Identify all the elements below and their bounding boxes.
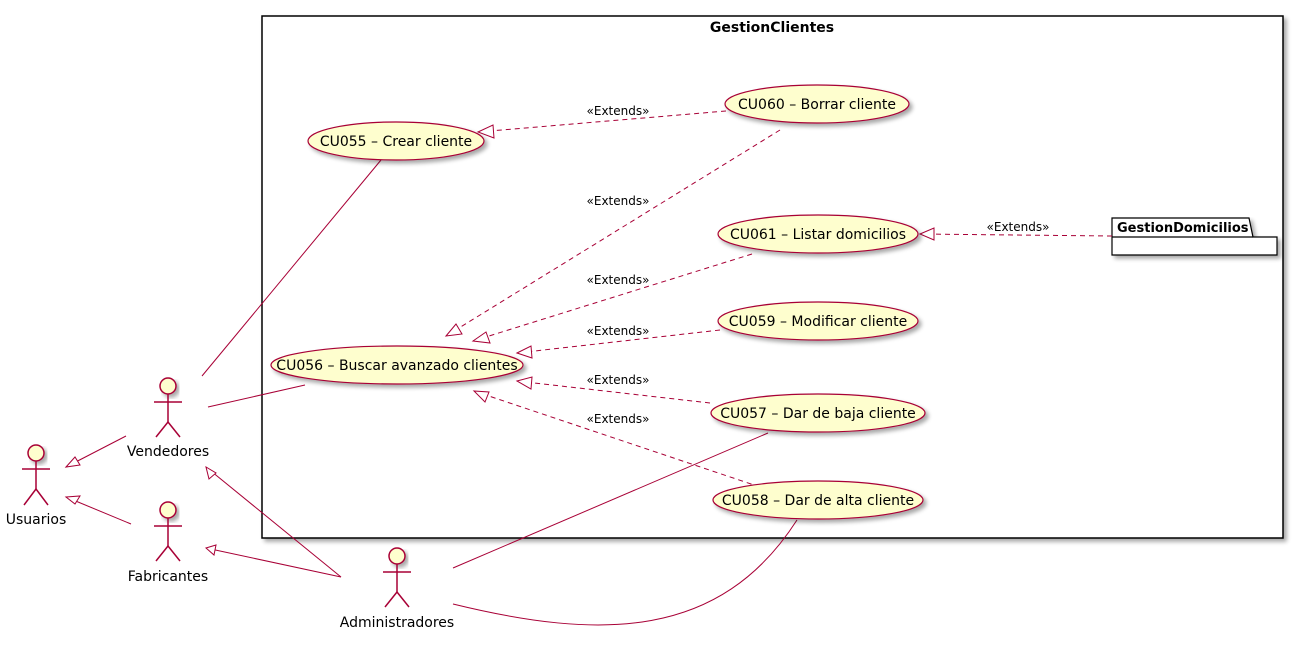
actor-label: Administradores (340, 615, 454, 631)
usecase-label: CU061 – Listar domicilios (730, 227, 906, 243)
package-gestion-domicilios: GestionDomicilios (1111, 217, 1278, 256)
usecase-cu060[interactable]: CU060 – Borrar cliente (724, 84, 910, 124)
usecase-cu059[interactable]: CU059 – Modificar cliente (717, 301, 919, 341)
external-package-title: GestionDomicilios (1117, 221, 1249, 236)
usecase-label: CU056 – Buscar avanzado clientes (276, 358, 517, 374)
usecases: CU055 – Crear cliente CU060 – Borrar cli… (270, 84, 926, 520)
extends-label: «Extends» (587, 412, 650, 426)
usecase-label: CU055 – Crear cliente (320, 134, 472, 150)
actor-vendedores[interactable]: Vendedores (127, 377, 209, 460)
usecase-cu056[interactable]: CU056 – Buscar avanzado clientes (270, 345, 524, 385)
associations (65, 159, 798, 626)
actor-label: Fabricantes (128, 569, 208, 585)
usecase-cu061[interactable]: CU061 – Listar domicilios (717, 214, 919, 254)
actor-administradores[interactable]: Administradores (340, 547, 454, 631)
usecase-label: CU057 – Dar de baja cliente (720, 406, 916, 422)
usecase-cu057[interactable]: CU057 – Dar de baja cliente (710, 393, 926, 433)
actor-fabricantes[interactable]: Fabricantes (128, 501, 208, 585)
extends-label: «Extends» (987, 220, 1050, 234)
usecase-label: CU060 – Borrar cliente (738, 97, 896, 113)
extends-label: «Extends» (587, 273, 650, 287)
extends-label: «Extends» (587, 324, 650, 338)
actor-label: Usuarios (6, 512, 67, 528)
extends-label: «Extends» (587, 373, 650, 387)
usecase-cu058[interactable]: CU058 – Dar de alta cliente (712, 480, 924, 520)
usecase-label: CU059 – Modificar cliente (729, 314, 907, 330)
actors: Usuarios Vendedores Fabricantes Administ… (6, 377, 454, 631)
usecase-cu055[interactable]: CU055 – Crear cliente (307, 121, 485, 161)
extends-arrowheads (444, 124, 935, 403)
extends-lines (445, 110, 1113, 488)
package-title: GestionClientes (710, 20, 834, 36)
extends-label: «Extends» (587, 104, 650, 118)
extends-label: «Extends» (587, 194, 650, 208)
actor-usuarios[interactable]: Usuarios (6, 444, 67, 528)
actor-label: Vendedores (127, 444, 209, 460)
extends-labels: «Extends» «Extends» «Extends» «Extends» … (587, 104, 1050, 426)
usecase-label: CU058 – Dar de alta cliente (722, 493, 914, 509)
generalization-arrowheads (64, 456, 217, 556)
